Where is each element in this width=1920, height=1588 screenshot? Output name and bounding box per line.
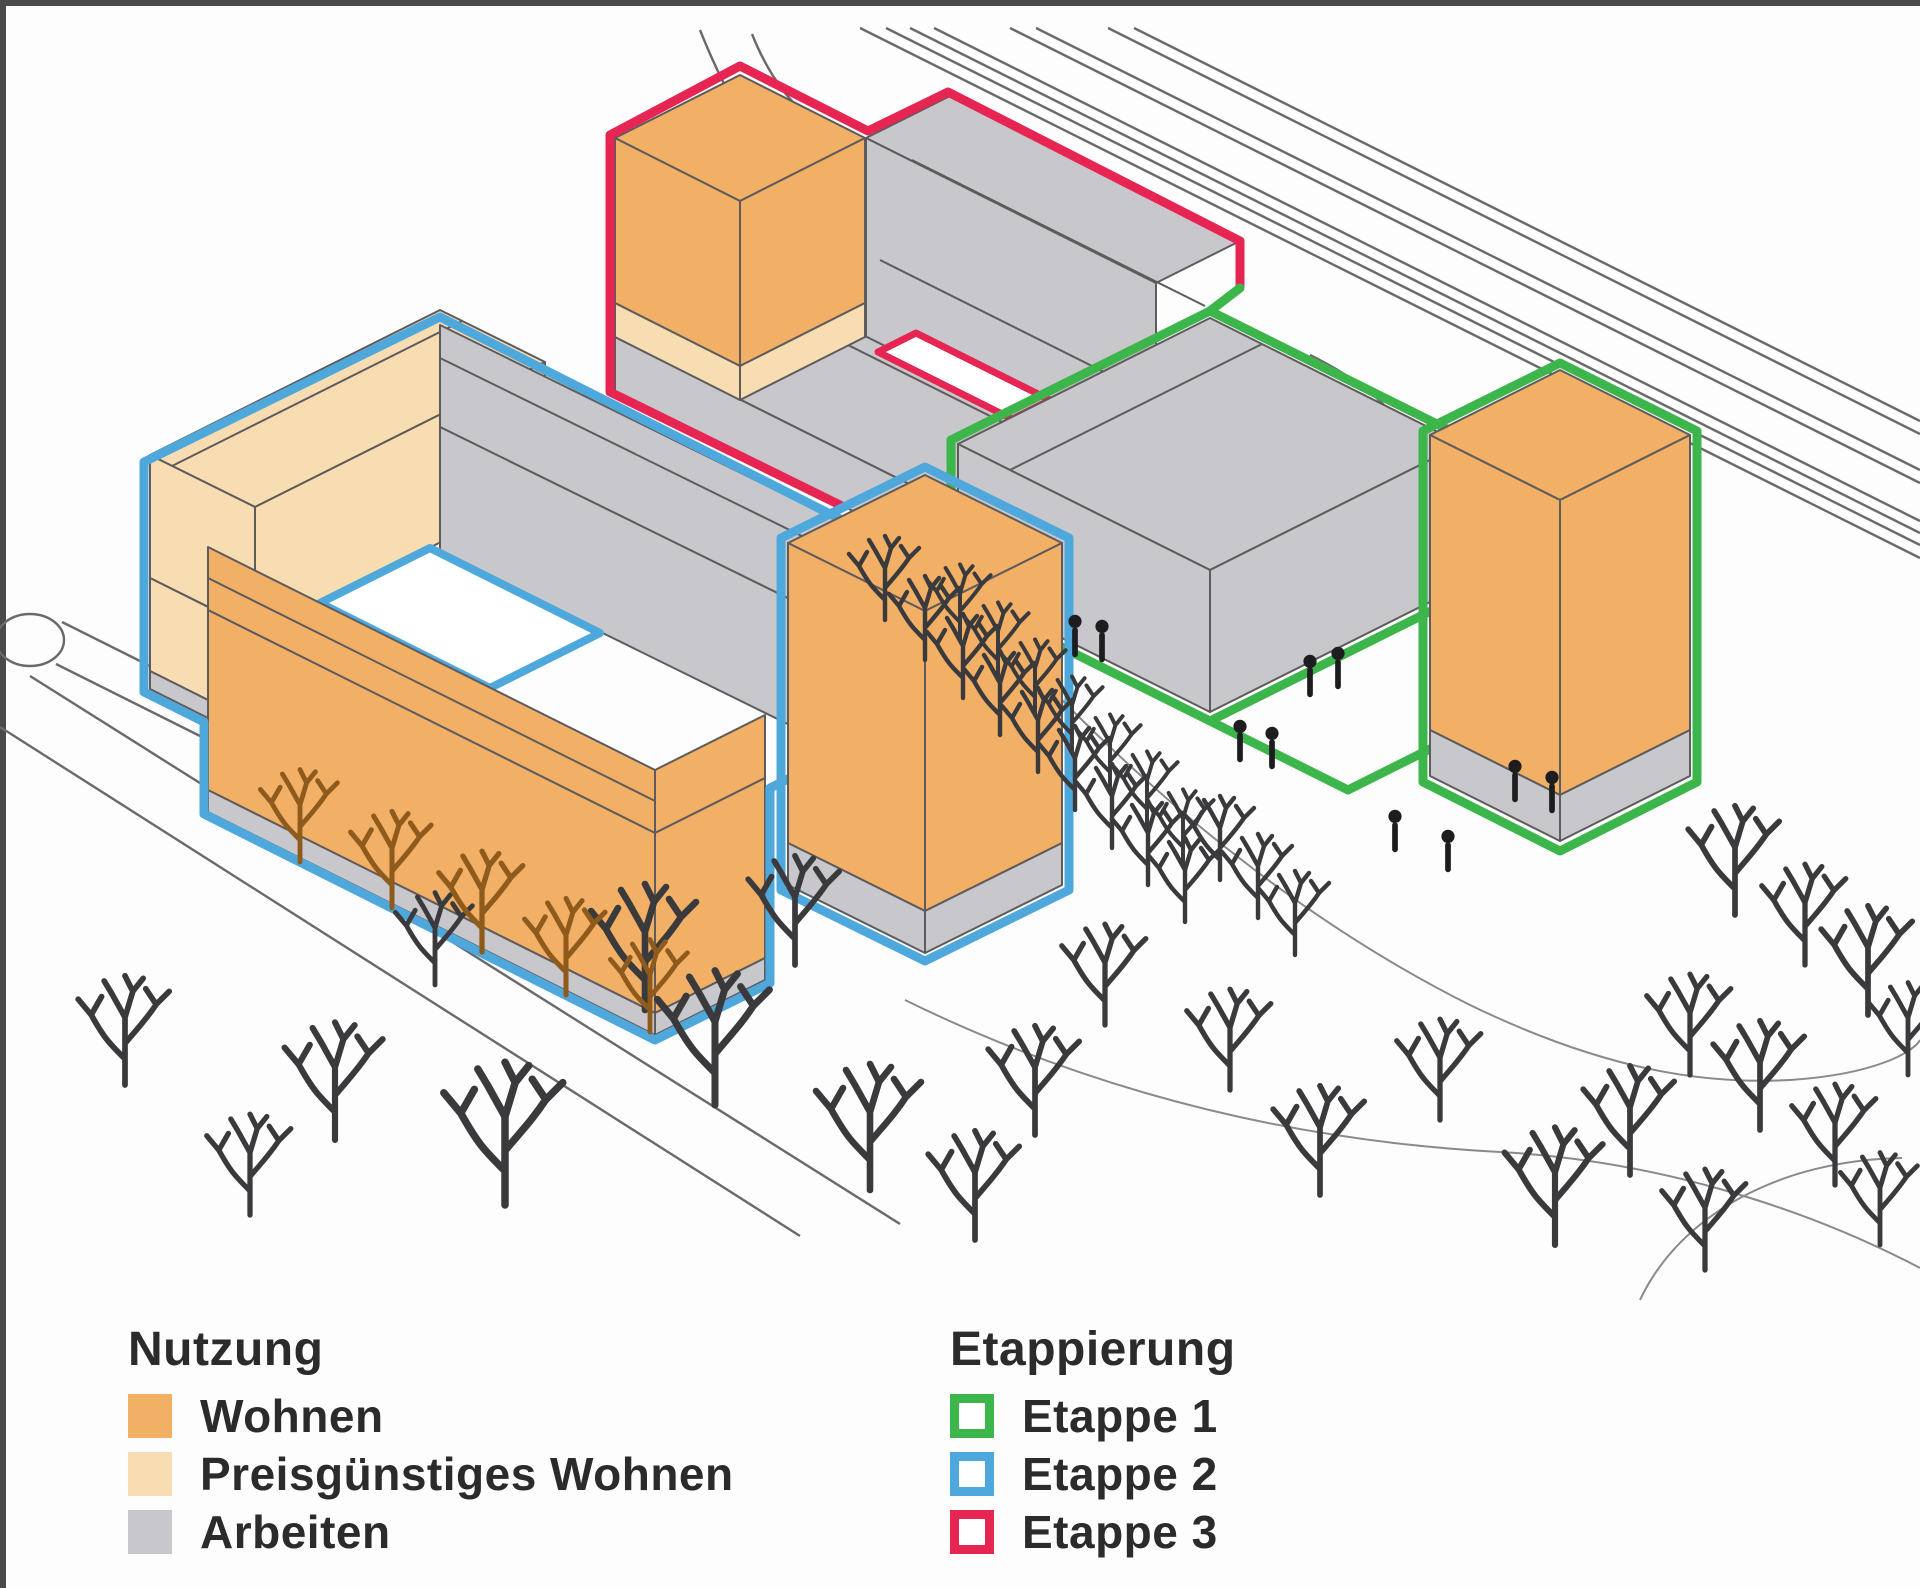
label-wohnen: Wohnen	[200, 1390, 384, 1442]
page-frame-left	[0, 0, 6, 1588]
legend-nutzung: Nutzung Wohnen Preisgünstiges Wohnen Arb…	[128, 1322, 734, 1561]
swatch-etappe-2	[950, 1452, 994, 1496]
outline-etappe2-block	[139, 312, 1055, 1045]
outline-etappe1-tower	[1418, 358, 1702, 856]
legend-item-arbeiten: Arbeiten	[128, 1503, 734, 1561]
roundabout	[0, 612, 66, 668]
swatch-etappe-3	[950, 1510, 994, 1554]
label-etappe-1: Etappe 1	[1022, 1390, 1218, 1442]
swatch-etappe-1	[950, 1394, 994, 1438]
legend-etappierung-title: Etappierung	[950, 1323, 1236, 1376]
tree-park-right	[1505, 806, 1920, 1270]
legend-nutzung-title: Nutzung	[128, 1323, 324, 1376]
label-preisguenstiges-wohnen: Preisgünstiges Wohnen	[200, 1448, 734, 1500]
swatch-wohnen	[128, 1394, 172, 1438]
swatch-preisguenstiges-wohnen	[128, 1452, 172, 1496]
label-etappe-3: Etappe 3	[1022, 1506, 1218, 1558]
legend-item-preisguenstiges-wohnen: Preisgünstiges Wohnen	[128, 1445, 734, 1503]
tower-etappe3-wohnen	[614, 74, 866, 401]
footpaths	[904, 699, 1920, 1301]
legend-item-etappe-3: Etappe 3	[950, 1503, 1236, 1561]
wing-left-preisguenstig	[149, 577, 209, 719]
wing-front-wohnen	[207, 546, 766, 1036]
legend-item-wohnen: Wohnen	[128, 1387, 734, 1445]
legend-item-etappe-1: Etappe 1	[950, 1387, 1236, 1445]
label-arbeiten: Arbeiten	[200, 1506, 391, 1558]
outline-etappe3	[605, 61, 1245, 510]
tree-foreground	[78, 856, 1481, 1240]
tower-etappe1-wohnen	[1429, 369, 1691, 842]
swatch-arbeiten	[128, 1510, 172, 1554]
outline-etappe2-tower	[776, 462, 1074, 966]
page-frame-top	[0, 0, 1920, 6]
label-etappe-2: Etappe 2	[1022, 1448, 1218, 1500]
legend-item-etappe-2: Etappe 2	[950, 1445, 1236, 1503]
legend-etappierung: Etappierung Etappe 1 Etappe 2 Etappe 3	[950, 1322, 1236, 1561]
